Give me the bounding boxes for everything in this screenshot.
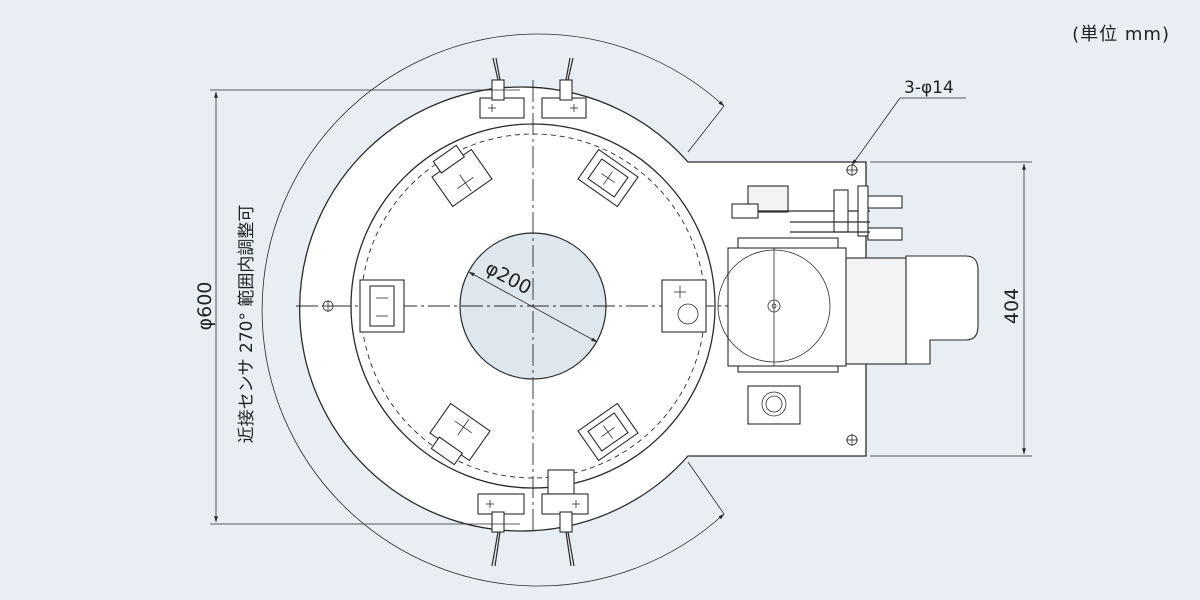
clamp-left [359,279,405,333]
center-hole-dimension-line [468,271,598,343]
sensor-range-arc [261,33,725,587]
height-dimension: 404 [1001,288,1023,324]
mount-holes-dimension: 3-φ14 [904,78,954,98]
mount-holes-leader [851,97,901,166]
clamp-right [661,279,707,333]
outer-diameter-dimension: φ600 [194,282,216,331]
drive-unit [717,185,979,425]
sweep-tick-top [687,105,725,153]
tension-bolts [731,185,903,241]
clamp-upper-right [577,148,639,208]
clamp-upper-left [431,144,493,208]
unit-label: (単位 mm) [1072,24,1170,45]
mounting-holes [846,164,858,446]
proximity-sensor-top-right [541,57,587,119]
proximity-sensor-bottom-left [477,493,525,567]
clamp-lower-right [577,402,639,462]
sensor-range-note: 近接センサ 270° 範囲内調整可 [237,205,257,444]
clamp-lower-left [429,402,491,466]
sweep-tick-bottom [687,461,725,515]
proximity-sensor-bottom-right [541,469,589,567]
